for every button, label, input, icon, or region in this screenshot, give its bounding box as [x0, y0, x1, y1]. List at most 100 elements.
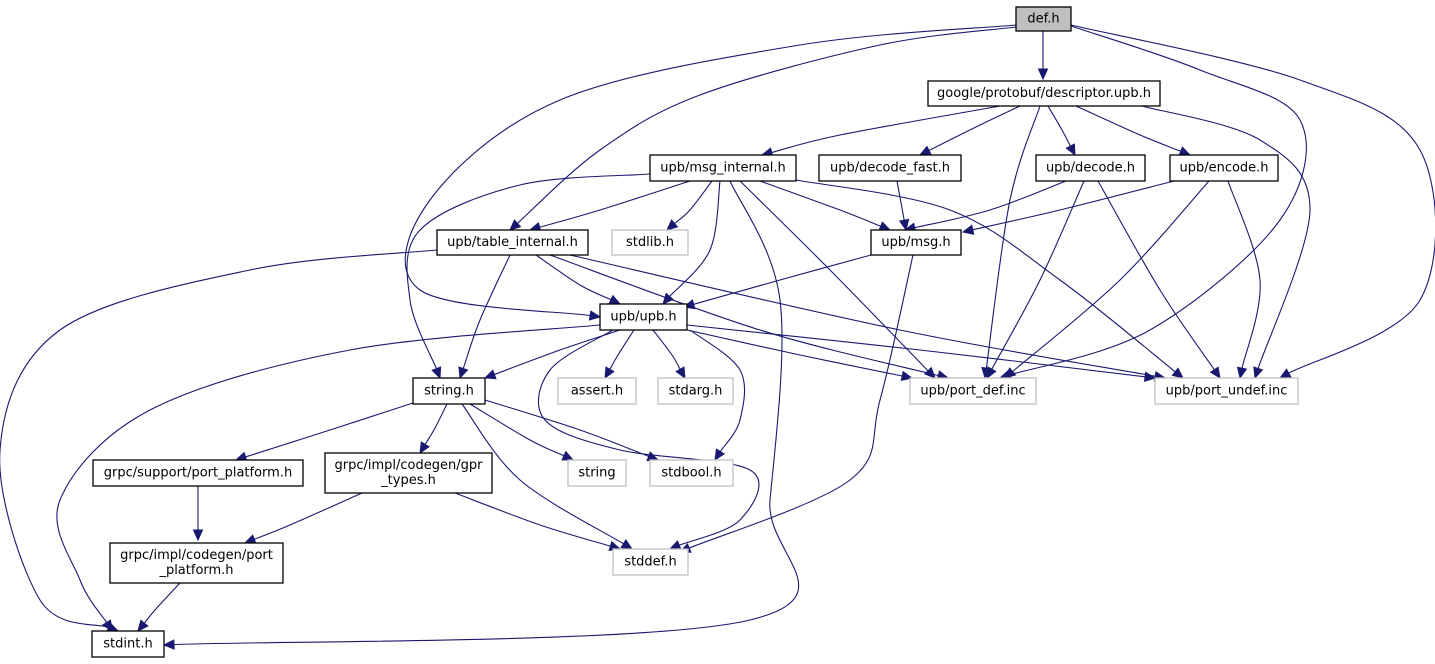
node-stdint-h[interactable]: stdint.h — [91, 630, 165, 658]
node-label: string.h — [424, 384, 474, 399]
arrowhead-icon — [419, 441, 430, 455]
node-label: google/protobuf/descriptor.upb.h — [937, 86, 1151, 101]
node-assert-h: assert.h — [557, 377, 637, 405]
node-box[interactable] — [870, 229, 962, 256]
node-codegen-port-platform-h[interactable]: grpc/impl/codegen/port_platform.h — [109, 542, 284, 584]
node-label: upb/encode.h — [1179, 161, 1268, 176]
edge-line — [1075, 105, 1181, 152]
node-box[interactable] — [1169, 154, 1279, 182]
arrowhead-icon — [509, 219, 522, 231]
node-box[interactable] — [436, 229, 589, 256]
edge-def_h-to-port_def_inc — [998, 25, 1307, 380]
node-grpc-support-port-platform-h[interactable]: grpc/support/port_platform.h — [92, 459, 304, 487]
edge-descriptor_upb_h-to-msg_internal_h — [760, 105, 1001, 158]
node-port-def-inc: upb/port_def.inc — [909, 377, 1037, 405]
node-box[interactable] — [92, 459, 304, 487]
node-descriptor-upb-h[interactable]: google/protobuf/descriptor.upb.h — [927, 80, 1161, 107]
edge-decode_h-to-port_undef_inc — [1097, 180, 1221, 380]
edge-string_h-to-gpr_types_h — [419, 403, 448, 455]
edge-line — [689, 329, 746, 452]
arrowhead-icon — [458, 366, 469, 380]
node-box[interactable] — [412, 377, 486, 405]
edge-string_h-to-string — [469, 403, 575, 461]
node-stddef-h: stddef.h — [612, 548, 689, 576]
edge-msg_internal_h-to-stdlib_h — [666, 180, 713, 231]
edge-line — [539, 180, 691, 228]
arrowhead-icon — [666, 219, 679, 231]
node-box — [657, 377, 734, 405]
edges-layer — [0, 24, 1435, 650]
edge-line — [991, 180, 1085, 370]
edge-line — [759, 180, 881, 227]
node-decode-fast-h[interactable]: upb/decode_fast.h — [818, 154, 962, 182]
edge-line — [462, 254, 511, 369]
arrowhead-icon — [986, 366, 997, 380]
edge-grpc_support_port_platform_h-to-codegen_port_platform_h — [192, 486, 204, 542]
edge-descriptor_upb_h-to-port_undef_inc — [1141, 105, 1311, 380]
edge-line — [461, 403, 624, 545]
node-msg-internal-h[interactable]: upb/msg_internal.h — [649, 154, 797, 182]
node-box[interactable] — [599, 303, 688, 331]
edge-def_h-to-table_internal_h — [509, 26, 1017, 231]
node-label: _platform.h — [158, 563, 233, 578]
arrowhead-icon — [1236, 366, 1248, 380]
edge-line — [896, 180, 905, 221]
node-table-internal-h[interactable]: upb/table_internal.h — [436, 229, 589, 256]
edge-line — [652, 329, 681, 370]
edge-msg_internal_h-to-msg_h — [759, 180, 892, 231]
arrowhead-icon — [608, 294, 622, 305]
arrowhead-icon — [192, 529, 204, 542]
edge-line — [1012, 180, 1210, 372]
edge-line — [1097, 180, 1215, 371]
node-label: upb/port_undef.inc — [1166, 384, 1288, 399]
node-label: stdbool.h — [661, 466, 721, 481]
edge-line — [795, 179, 1176, 373]
node-box[interactable] — [649, 154, 797, 182]
edge-line — [669, 180, 721, 297]
edge-line — [609, 329, 635, 370]
edge-line — [1141, 105, 1311, 369]
node-box[interactable] — [1035, 154, 1146, 182]
node-decode-h[interactable]: upb/decode.h — [1035, 154, 1146, 182]
node-label: upb/msg_internal.h — [660, 161, 786, 176]
node-label: upb/decode_fast.h — [830, 161, 950, 176]
node-label: def.h — [1027, 12, 1059, 27]
node-label: _types.h — [380, 473, 436, 488]
node-box[interactable] — [91, 630, 165, 658]
node-gpr-types-h[interactable]: grpc/impl/codegen/gpr_types.h — [324, 452, 493, 494]
arrowhead-icon — [923, 366, 936, 379]
edge-line — [1009, 25, 1307, 376]
node-box[interactable] — [109, 542, 284, 584]
node-string-h[interactable]: string.h — [412, 377, 486, 405]
edge-line — [56, 324, 601, 623]
edge-def_h-to-descriptor_upb_h — [1037, 31, 1049, 81]
arrowhead-icon — [604, 366, 615, 380]
arrowhead-icon — [878, 221, 892, 231]
edge-table_internal_h-to-upb_h — [535, 254, 622, 305]
node-encode-h[interactable]: upb/encode.h — [1169, 154, 1279, 182]
node-box[interactable] — [818, 154, 962, 182]
edge-def_h-to-upb_h — [404, 24, 1017, 321]
edge-msg_internal_h-to-port_def_inc — [739, 180, 936, 379]
node-box — [1154, 377, 1299, 405]
node-label: upb/msg.h — [881, 235, 950, 250]
arrowhead-icon — [918, 145, 932, 156]
node-upb-h[interactable]: upb/upb.h — [599, 303, 688, 331]
node-box[interactable] — [324, 452, 493, 494]
edge-line — [1070, 24, 1435, 374]
edge-msg_internal_h-to-stdint_h — [162, 180, 800, 650]
arrowhead-icon — [1253, 366, 1264, 380]
edge-line — [771, 105, 1001, 154]
edge-line — [537, 329, 760, 546]
node-box[interactable] — [927, 80, 1161, 107]
node-msg-h[interactable]: upb/msg.h — [870, 229, 962, 256]
edge-msg_internal_h-to-string_h — [406, 173, 651, 380]
edge-line — [914, 180, 1067, 229]
edge-descriptor_upb_h-to-decode_h — [1047, 105, 1076, 157]
edge-line — [143, 582, 181, 624]
edge-encode_h-to-port_def_inc — [1004, 180, 1210, 379]
edge-gpr_types_h-to-stddef_h — [454, 492, 622, 552]
edge-line — [424, 403, 448, 445]
edge-line — [535, 254, 612, 301]
